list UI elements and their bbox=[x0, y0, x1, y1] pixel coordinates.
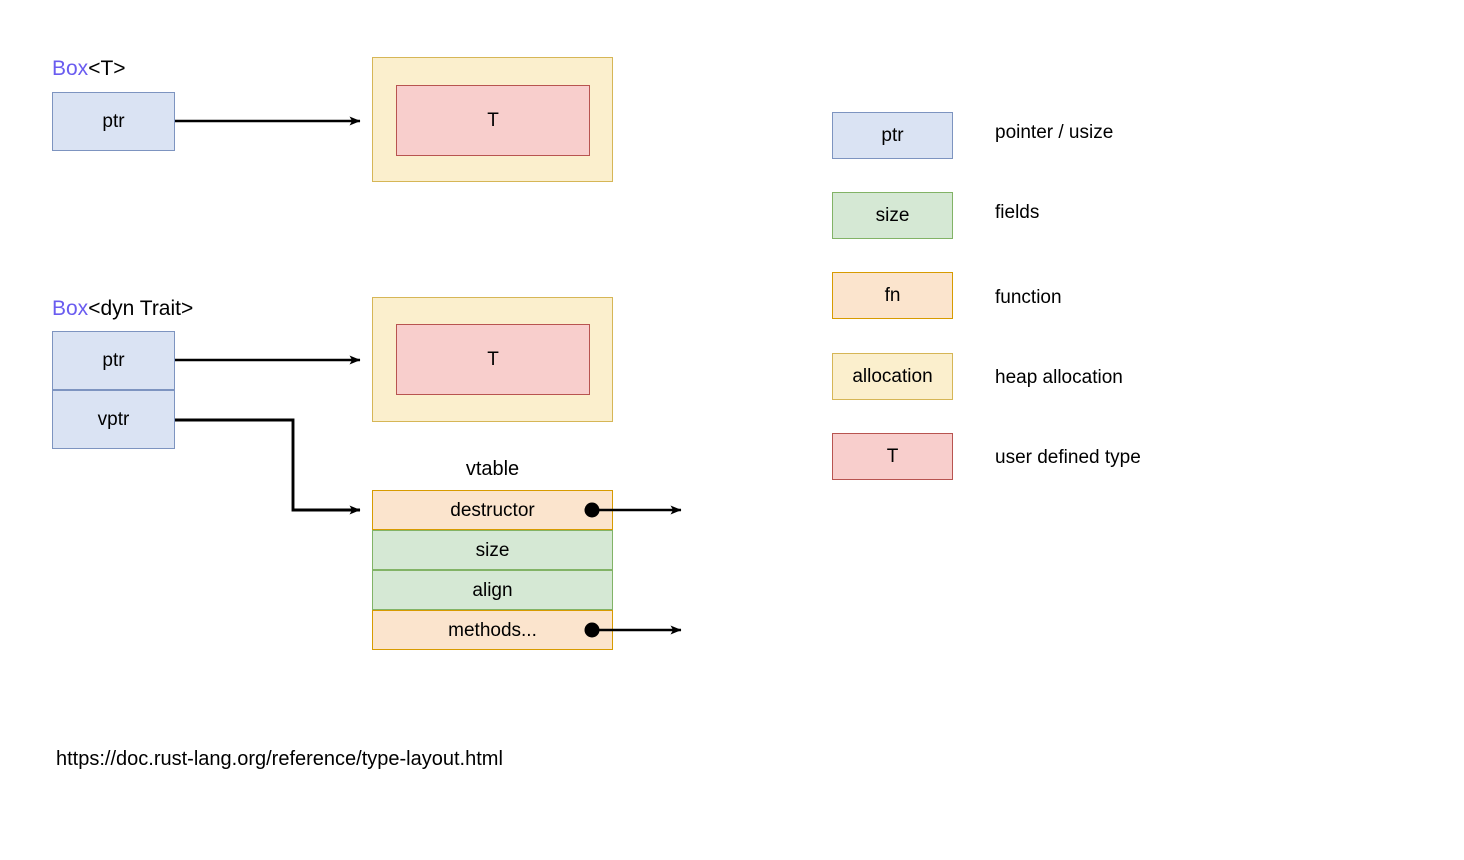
legend-swatch-fn: fn bbox=[832, 272, 953, 319]
box-dyn-vptr-cell[interactable]: vptr bbox=[52, 390, 175, 449]
legend-desc-fields: fields bbox=[995, 202, 1040, 223]
type-label-keyword: Box bbox=[52, 57, 89, 80]
vtable-row-methods-label: methods... bbox=[448, 619, 537, 641]
box-dyn-ptr-label: ptr bbox=[102, 350, 125, 371]
legend-swatch-type-label: T bbox=[886, 446, 899, 467]
legend-desc-function: function bbox=[995, 287, 1062, 308]
vtable-row-align-label: align bbox=[472, 579, 513, 601]
box-t-ptr-cell[interactable]: ptr bbox=[52, 92, 175, 151]
vtable-row-destructor-label: destructor bbox=[450, 499, 535, 521]
box-dyn-ptr-cell[interactable]: ptr bbox=[52, 331, 175, 390]
legend-swatch-size-label: size bbox=[875, 205, 910, 226]
vtable-row-align[interactable]: align bbox=[372, 570, 613, 610]
type-label-keyword-2: Box bbox=[52, 297, 89, 320]
vtable-row-methods[interactable]: methods... bbox=[372, 610, 613, 650]
box-dyn-payload-label: T bbox=[487, 349, 499, 370]
box-t-payload-label: T bbox=[487, 110, 499, 131]
source-url-text: https://doc.rust-lang.org/reference/type… bbox=[56, 748, 503, 770]
legend-swatch-ptr: ptr bbox=[832, 112, 953, 159]
type-label-box-t: Box<T> bbox=[52, 58, 126, 79]
legend-desc-ptr: pointer / usize bbox=[995, 122, 1114, 143]
legend-swatch-fn-label: fn bbox=[884, 285, 901, 306]
box-dyn-payload-cell[interactable]: T bbox=[396, 324, 590, 395]
legend-swatch-allocation: allocation bbox=[832, 353, 953, 400]
wire-box-dyn-vptr-to-vtable bbox=[175, 418, 361, 515]
legend-swatch-size: size bbox=[832, 192, 953, 239]
vtable-caption: vtable bbox=[465, 458, 520, 480]
legend-swatch-ptr-label: ptr bbox=[881, 125, 904, 146]
vtable-row-destructor[interactable]: destructor bbox=[372, 490, 613, 530]
legend-desc-heap-allocation: heap allocation bbox=[995, 367, 1123, 388]
legend-swatch-allocation-label: allocation bbox=[852, 366, 933, 387]
box-dyn-vptr-label: vptr bbox=[97, 409, 130, 430]
vtable-row-size-label: size bbox=[475, 539, 510, 561]
legend-swatch-type: T bbox=[832, 433, 953, 480]
box-t-ptr-label: ptr bbox=[102, 111, 125, 132]
vtable-row-size[interactable]: size bbox=[372, 530, 613, 570]
legend-desc-user-defined-type: user defined type bbox=[995, 447, 1141, 468]
type-label-box-dyn-trait: Box<dyn Trait> bbox=[52, 298, 193, 319]
type-label-generic-2: <dyn Trait> bbox=[88, 297, 194, 320]
box-t-payload-cell[interactable]: T bbox=[396, 85, 590, 156]
type-label-generic: <T> bbox=[88, 57, 126, 80]
